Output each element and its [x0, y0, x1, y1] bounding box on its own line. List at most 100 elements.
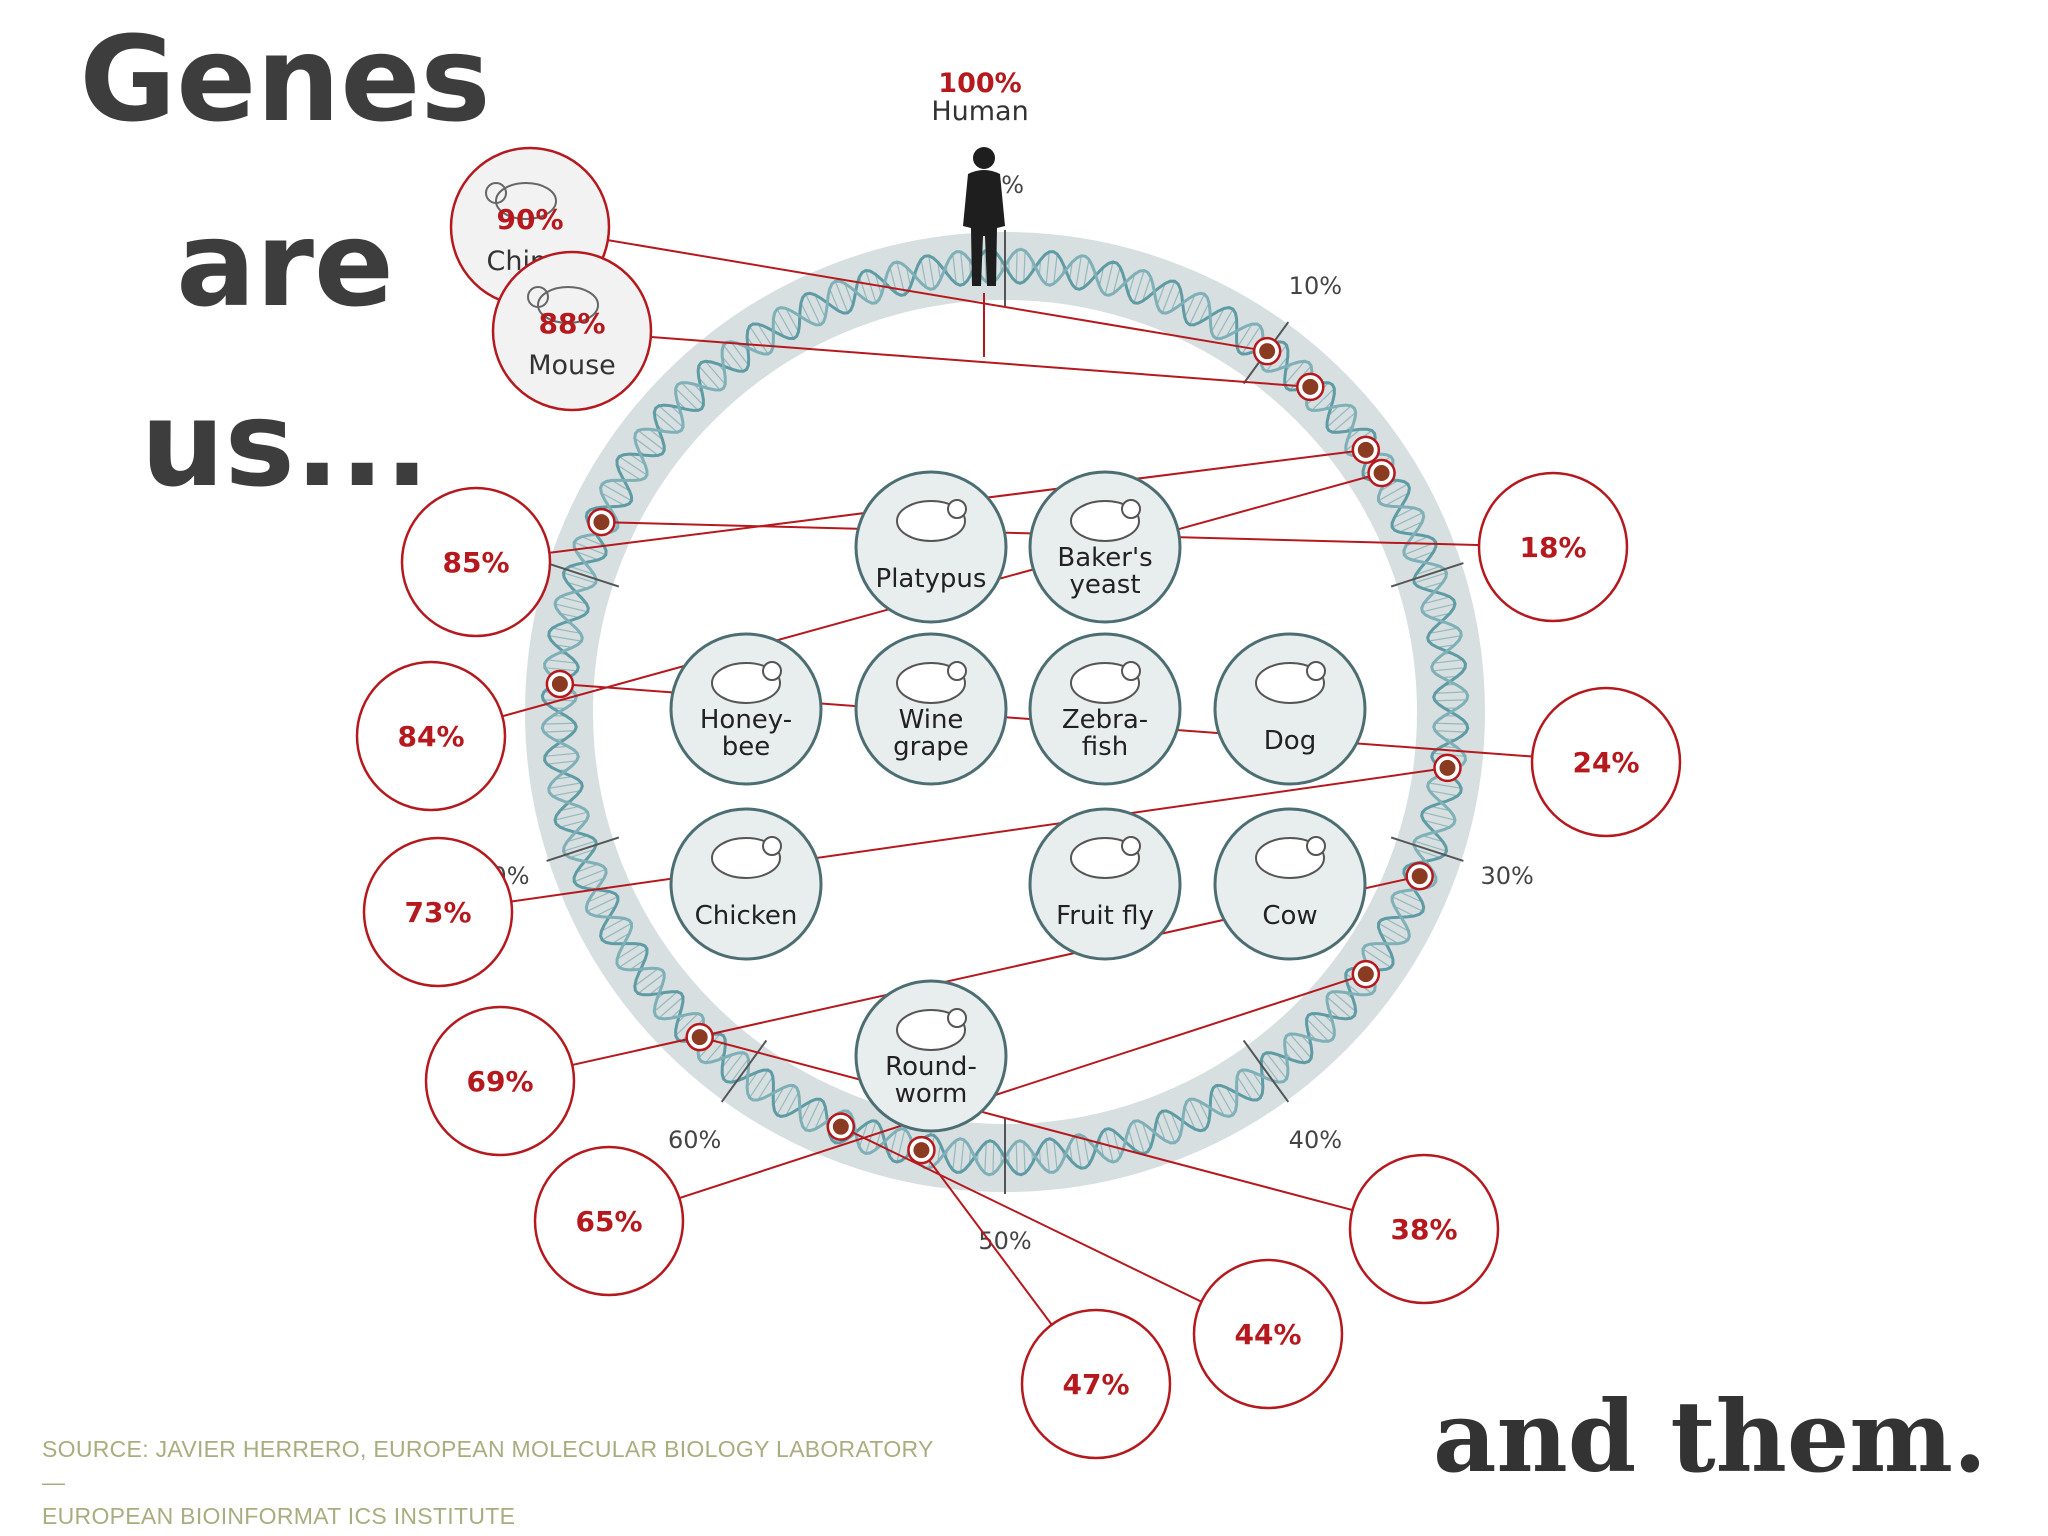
- badge-circle: [362, 836, 514, 988]
- dna-rung: [554, 603, 588, 613]
- dna-rung: [960, 251, 965, 285]
- dna-rung: [1141, 1122, 1152, 1148]
- dna-rung: [1423, 819, 1451, 828]
- dna-rung: [1378, 922, 1409, 941]
- organism-roundworm: Round-worm: [854, 979, 1008, 1133]
- badge-69: 69%: [424, 861, 1434, 1157]
- dna-rung: [937, 1144, 941, 1162]
- dna-rung: [1198, 302, 1210, 324]
- dna-rung: [746, 1071, 759, 1088]
- dna-rung: [1225, 1087, 1238, 1106]
- scale-tick-label: 60%: [668, 1126, 721, 1154]
- dna-rung: [554, 811, 588, 821]
- dna-rung: [1399, 891, 1423, 903]
- dog-icon: [1255, 661, 1326, 704]
- dna-rung: [1098, 266, 1105, 287]
- dna-rung: [1369, 943, 1394, 960]
- dna-rung: [1083, 1136, 1090, 1165]
- dna-rung: [1311, 1013, 1335, 1037]
- dna-rung: [805, 293, 821, 326]
- dna-rung: [1023, 1142, 1026, 1173]
- badge-percent: 85%: [442, 546, 509, 579]
- dna-rung: [576, 551, 599, 561]
- scale-tick: [546, 836, 620, 862]
- dna-rung: [723, 1052, 744, 1080]
- dna-rung: [800, 302, 812, 324]
- marker-dot: [832, 1118, 849, 1135]
- badge-circle: [533, 1145, 685, 1297]
- dna-rung: [785, 308, 800, 332]
- dna-rung: [1422, 603, 1456, 613]
- dna-rung: [844, 283, 854, 306]
- fruit-fly-icon: [1070, 836, 1141, 879]
- dna-rung: [1326, 405, 1352, 428]
- organism-circle: [1028, 807, 1182, 961]
- dna-rung: [1198, 1100, 1210, 1122]
- dna-rung: [1045, 251, 1050, 285]
- organism-label: Zebra-: [1062, 705, 1148, 735]
- organism-zebrafish: Zebra-fish: [1028, 632, 1182, 786]
- badge-label: Mouse: [528, 350, 616, 381]
- dna-rung: [730, 1058, 749, 1083]
- dna-rung: [1112, 266, 1121, 294]
- dna-rung: [1284, 1039, 1305, 1064]
- organism-circle: [1213, 632, 1367, 786]
- dna-rung: [601, 483, 632, 502]
- dna-rung: [865, 270, 877, 303]
- dna-rung: [1391, 896, 1424, 912]
- dna-rung: [1184, 294, 1196, 318]
- organism-label: Platypus: [876, 564, 987, 594]
- dna-rung: [563, 572, 596, 584]
- dna-rung: [928, 255, 935, 289]
- dna-rung: [829, 288, 840, 312]
- badge-85: 85%: [400, 435, 1381, 638]
- dna-rung: [601, 492, 625, 507]
- dna-rung: [566, 581, 588, 589]
- dna-rung: [1415, 565, 1441, 576]
- dna-rung: [1251, 1071, 1264, 1088]
- dna-rung: [749, 1069, 769, 1099]
- dna-rung: [1422, 581, 1444, 589]
- marker-dot: [1302, 378, 1319, 395]
- badge-circle: [1530, 686, 1682, 838]
- marker-dot: [1411, 868, 1428, 885]
- dna-rung: [637, 973, 665, 994]
- human-percent: 100%: [938, 68, 1021, 99]
- dna-rung: [544, 752, 578, 757]
- badge-percent: 69%: [466, 1065, 533, 1098]
- marker-dot: [691, 1029, 708, 1046]
- organism-label: Fruit fly: [1056, 901, 1154, 931]
- dna-rung: [552, 790, 581, 797]
- source-credit: SOURCE: JAVIER HERRERO, EUROPEAN MOLECUL…: [42, 1433, 942, 1533]
- dna-rung: [1053, 254, 1058, 284]
- dna-rung: [1434, 699, 1467, 702]
- dna-rung: [634, 968, 659, 987]
- dna-rung: [653, 412, 678, 433]
- dna-rung: [1015, 250, 1018, 283]
- dna-rung: [1045, 1139, 1050, 1173]
- scale-tick: [1242, 1039, 1290, 1103]
- dna-rung: [749, 325, 769, 355]
- organism-honeybee: Honey-bee: [669, 632, 823, 786]
- dna-rung: [1385, 492, 1409, 507]
- dna-rung: [1380, 932, 1399, 945]
- dna-rung: [1332, 991, 1357, 1012]
- dna-rung: [1053, 1140, 1058, 1170]
- dna-rung: [629, 958, 646, 971]
- dna-rung: [595, 905, 617, 917]
- chicken-icon: [711, 836, 782, 879]
- badge-percent: 38%: [1390, 1213, 1457, 1246]
- dna-rung: [1083, 259, 1090, 288]
- dna-rung: [1428, 635, 1462, 642]
- dna-rung: [1015, 1141, 1018, 1174]
- dna-rung: [776, 308, 795, 339]
- dna-rung: [634, 437, 659, 456]
- leader-line: [699, 1036, 1425, 1230]
- dna-rung: [1391, 512, 1424, 528]
- human-figure: 100% Human: [931, 68, 1029, 357]
- organism-label-2: yeast: [1069, 570, 1140, 600]
- dna-rung: [800, 1100, 812, 1122]
- leader-line: [840, 1125, 1269, 1335]
